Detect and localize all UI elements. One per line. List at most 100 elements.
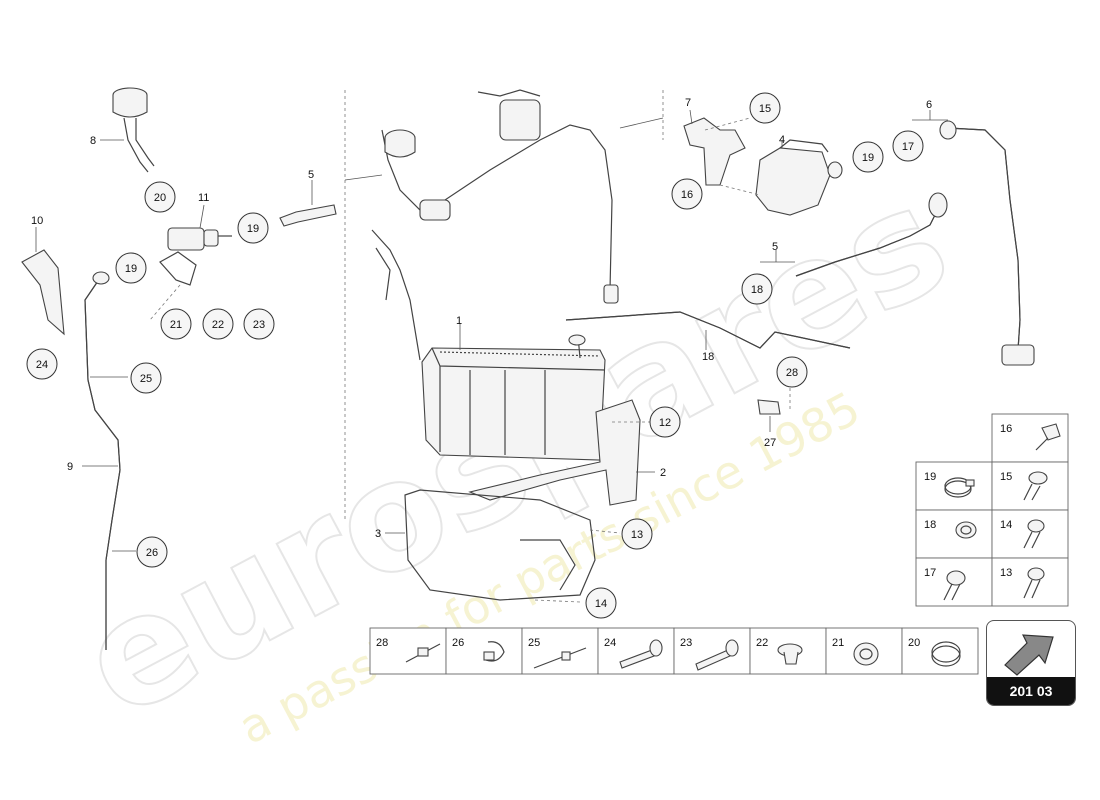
callout-20[interactable]: 20 — [144, 181, 176, 213]
part-27-clip — [757, 399, 781, 432]
callout-17-text: 16 — [681, 189, 693, 201]
label-27: 27 — [764, 437, 776, 449]
diagram-reference-badge: 201 03 — [986, 620, 1076, 706]
callout-21[interactable]: 21 — [160, 308, 192, 340]
torx-bolt-icon-13 — [1023, 567, 1045, 599]
label-8: 18 — [702, 351, 714, 363]
callout-26-text: 26 — [146, 547, 158, 559]
callout-19-c-text: 19 — [862, 152, 874, 164]
part-7-bracket — [683, 109, 751, 186]
part-3-tray — [385, 489, 596, 603]
callout-20-text: 20 — [154, 192, 166, 204]
callout-22[interactable]: 22 — [202, 308, 234, 340]
callout-23-text: 23 — [253, 319, 265, 331]
strip-label-24: 24 — [604, 637, 616, 649]
callout-16[interactable]: 15 — [749, 92, 781, 124]
label-6: 6 — [926, 99, 932, 111]
torx-bolt-icon-14 — [1023, 519, 1045, 549]
table-label-18: 18 — [924, 519, 936, 531]
part-5-hose-small — [279, 180, 337, 227]
label-10: 9 — [67, 461, 73, 473]
label-4: 4 — [779, 134, 785, 146]
part-2-bracket — [468, 399, 655, 506]
strip-label-25: 25 — [528, 637, 540, 649]
fastener-strip: 28 26 25 24 23 22 21 20 — [369, 627, 979, 675]
hex-bolt-icon — [1035, 423, 1061, 451]
direction-arrow-icon — [1004, 634, 1054, 676]
callout-18-b-text: 18 — [751, 284, 763, 296]
callout-19-c[interactable]: 19 — [852, 141, 884, 173]
callout-16-text: 15 — [759, 103, 771, 115]
callout-26[interactable]: 26 — [136, 536, 168, 568]
callout-19-a[interactable]: 19 — [237, 212, 269, 244]
table-label-16: 16 — [1000, 423, 1012, 435]
callout-24[interactable]: 24 — [26, 348, 58, 380]
strip-label-20: 20 — [908, 637, 920, 649]
callout-18-a[interactable]: 17 — [892, 130, 924, 162]
callout-22-text: 22 — [212, 319, 224, 331]
cable-tie-icon-28 — [405, 643, 441, 663]
strip-label-28: 28 — [376, 637, 388, 649]
label-1: 1 — [456, 315, 462, 327]
callout-23[interactable]: 23 — [243, 308, 275, 340]
part-1-canister — [421, 324, 606, 461]
part-6-hose — [912, 110, 1035, 366]
cable-tie-icon-25 — [533, 647, 587, 669]
strip-label-22: 22 — [756, 637, 768, 649]
callout-17[interactable]: 16 — [671, 178, 703, 210]
label-11: 10 — [31, 215, 43, 227]
callout-15[interactable]: 14 — [585, 587, 617, 619]
reference-lines — [344, 90, 664, 520]
clip-icon-26 — [483, 641, 505, 662]
callout-25-text: 25 — [140, 373, 152, 385]
callout-19-b[interactable]: 19 — [115, 252, 147, 284]
ghost-hose-assembly — [371, 89, 619, 361]
bolt-icon-24 — [619, 639, 663, 669]
callout-25[interactable]: 25 — [130, 362, 162, 394]
bushing-icon-21 — [853, 642, 879, 666]
flange-bolt-icon — [1023, 471, 1048, 501]
part-5-hose-large — [760, 192, 948, 277]
label-2: 2 — [660, 467, 666, 479]
plug-icon — [955, 521, 977, 539]
part-10-hose — [82, 271, 136, 650]
screw-icon-17 — [943, 570, 966, 601]
callout-24-text: 24 — [36, 359, 48, 371]
leader-14 — [589, 529, 621, 534]
part-11-bracket — [21, 227, 65, 336]
diagram-number: 201 03 — [987, 677, 1075, 705]
callout-28-text: 28 — [786, 367, 798, 379]
callout-21-text: 21 — [170, 319, 182, 331]
part-8-pipe — [565, 311, 851, 350]
strip-label-23: 23 — [680, 637, 692, 649]
strip-label-26: 26 — [452, 637, 464, 649]
table-label-17: 17 — [924, 567, 936, 579]
callout-14-text: 13 — [631, 529, 643, 541]
grommet-icon-22 — [777, 643, 803, 665]
callout-15-text: 14 — [595, 598, 607, 610]
callout-19-a-text: 19 — [247, 223, 259, 235]
label-3: 3 — [375, 528, 381, 540]
fastener-table: 16 19 15 18 14 17 13 — [915, 413, 1069, 607]
callout-28[interactable]: 28 — [776, 356, 808, 388]
table-label-19: 19 — [924, 471, 936, 483]
label-12: 11 — [198, 192, 209, 204]
callout-18-b[interactable]: 18 — [741, 273, 773, 305]
part-12-valve — [149, 204, 232, 321]
label-5-large: 5 — [772, 241, 778, 253]
callout-13-text: 12 — [659, 417, 671, 429]
callout-14[interactable]: 13 — [621, 518, 653, 550]
part-4-pump — [719, 139, 843, 216]
callout-19-b-text: 19 — [125, 263, 137, 275]
strip-label-21: 21 — [832, 637, 844, 649]
table-label-15: 15 — [1000, 471, 1012, 483]
callout-18-a-text: 17 — [902, 141, 914, 153]
callout-13[interactable]: 12 — [649, 406, 681, 438]
label-7: 7 — [685, 97, 691, 109]
bolt-icon-23 — [695, 639, 739, 671]
hose-clamp-icon — [944, 477, 975, 498]
hose-clamp-icon-20 — [931, 641, 961, 667]
label-9: 8 — [90, 135, 96, 147]
table-label-13: 13 — [1000, 567, 1012, 579]
